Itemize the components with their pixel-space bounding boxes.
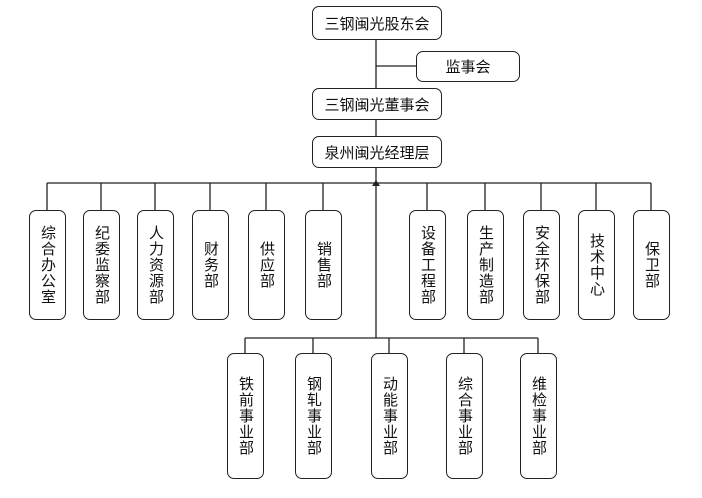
dept-human-resources: 人力资源部: [137, 210, 174, 320]
dept-production-manufacturing: 生产制造部: [467, 210, 504, 320]
dept-discipline-supervision: 纪委监察部: [83, 210, 120, 320]
dept-label: 人力资源部: [147, 225, 165, 305]
dept-equipment-engineering: 设备工程部: [409, 210, 446, 320]
dept-safety-environment: 安全环保部: [523, 210, 560, 320]
dept-label: 设备工程部: [419, 225, 437, 305]
board-of-directors-box: 三钢闽光董事会: [312, 88, 442, 120]
dept-label: 生产制造部: [477, 225, 495, 305]
division-label: 钢轧事业部: [305, 376, 323, 456]
dept-general-office: 综合办公室: [29, 210, 66, 320]
division-ironmaking: 铁前事业部: [227, 353, 264, 479]
dept-supply: 供应部: [248, 210, 285, 320]
dept-label: 纪委监察部: [93, 225, 111, 305]
dept-label: 安全环保部: [533, 225, 551, 305]
dept-label: 供应部: [258, 241, 276, 289]
division-label: 动能事业部: [381, 376, 399, 456]
management-box: 泉州闽光经理层: [312, 136, 442, 168]
division-label: 综合事业部: [456, 376, 474, 456]
division-energy: 动能事业部: [371, 353, 408, 479]
dept-label: 技术中心: [588, 233, 606, 297]
division-label: 维检事业部: [530, 376, 548, 456]
shareholders-meeting-box: 三钢闽光股东会: [312, 6, 442, 40]
division-comprehensive: 综合事业部: [446, 353, 483, 479]
dept-finance: 财务部: [192, 210, 229, 320]
supervisory-board-box: 监事会: [416, 51, 520, 82]
arrow-head-icon: [372, 180, 380, 186]
division-maintenance: 维检事业部: [520, 353, 557, 479]
dept-security: 保卫部: [633, 210, 670, 320]
dept-label: 财务部: [202, 241, 220, 289]
dept-label: 综合办公室: [39, 225, 57, 305]
division-label: 铁前事业部: [237, 376, 255, 456]
dept-label: 保卫部: [643, 241, 661, 289]
division-steel-rolling: 钢轧事业部: [295, 353, 332, 479]
dept-technology-center: 技术中心: [578, 210, 615, 320]
dept-sales: 销售部: [305, 210, 342, 320]
dept-label: 销售部: [315, 241, 333, 289]
